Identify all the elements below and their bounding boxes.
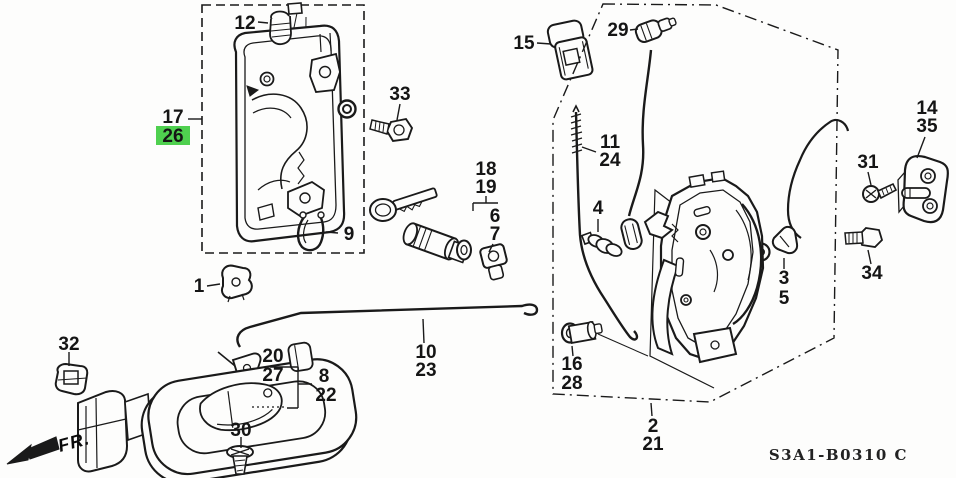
outer-handle-rod [786,118,850,239]
key-bow [369,198,397,222]
rod-clip-4 [580,231,623,257]
callout-19: 19 [475,177,496,198]
latch-bolt-34 [844,227,884,248]
rod-grommet-16-28 [560,320,649,357]
lock-knob-29 [634,17,677,43]
inside-handle-bezel [77,341,358,478]
key-blade [392,187,438,211]
cylinder-switch-7 [479,243,508,281]
callout-29: 29 [607,20,628,41]
striker-screw-31 [862,182,898,203]
callout-18: 18 [475,159,496,180]
callout-3: 3 [779,268,790,289]
callout-35: 35 [916,116,938,137]
callout-31: 31 [857,152,879,173]
callout-22: 22 [315,385,336,406]
fr-direction-marker: FR. [6,428,92,465]
dashed-boundary-box [201,4,365,254]
cylinder-washer [456,239,472,261]
inside-lock-rod [620,49,653,251]
callout-16: 16 [561,354,582,375]
callout-33: 33 [389,84,410,105]
callout-11: 11 [600,132,621,153]
handle-clip-9 [296,211,325,252]
callout-8: 8 [319,366,330,387]
callout-5: 5 [779,288,790,309]
callout-24: 24 [599,150,621,171]
callout-15: 15 [513,33,535,54]
bezel-screw-30 [226,445,254,475]
outer-handle-base-plate [233,24,357,243]
callout-21: 21 [642,434,664,455]
door-lock-latch-assembly [643,170,765,364]
rod-clip-15 [546,19,594,81]
callout-2: 2 [648,416,659,437]
tapping-screw-12 [269,2,303,46]
fr-arrow-icon [6,443,32,465]
handle-base-assembly-box [201,2,365,254]
callout-17: 17 [162,107,183,128]
callout-26-highlight [156,126,190,145]
callout-9: 9 [344,224,355,245]
callout-12: 12 [234,13,255,34]
callout-20: 20 [262,346,283,367]
callout-1: 1 [194,276,205,297]
callout-32: 32 [58,334,79,355]
leader-lines [68,21,926,448]
callout-27: 27 [262,365,283,386]
callout-10: 10 [415,342,436,363]
callout-4: 4 [593,198,604,219]
key-cylinder-set [369,187,508,281]
callout-23: 23 [415,360,436,381]
callout-30: 30 [230,420,251,441]
striker-plate-14-35 [897,154,949,224]
callout-14: 14 [916,98,938,119]
callout-6: 6 [490,206,501,227]
handle-bolt-33 [369,117,414,143]
lock-rod-11-24 [570,104,639,341]
callout-26: 26 [162,126,183,147]
drawing-code: S3A1-B0310 C [769,446,908,464]
latch-assembly-region-outline [552,3,839,403]
rod-clip-1 [221,264,253,303]
callout-7: 7 [490,224,501,245]
bezel-clip-32 [54,362,89,396]
callout-labels: 12 17 26 33 9 1 15 29 11 24 4 18 19 6 7 … [58,13,938,455]
callout-34: 34 [861,263,883,284]
callout-28: 28 [561,373,582,394]
inside-handle-rod-10-23 [236,303,539,348]
